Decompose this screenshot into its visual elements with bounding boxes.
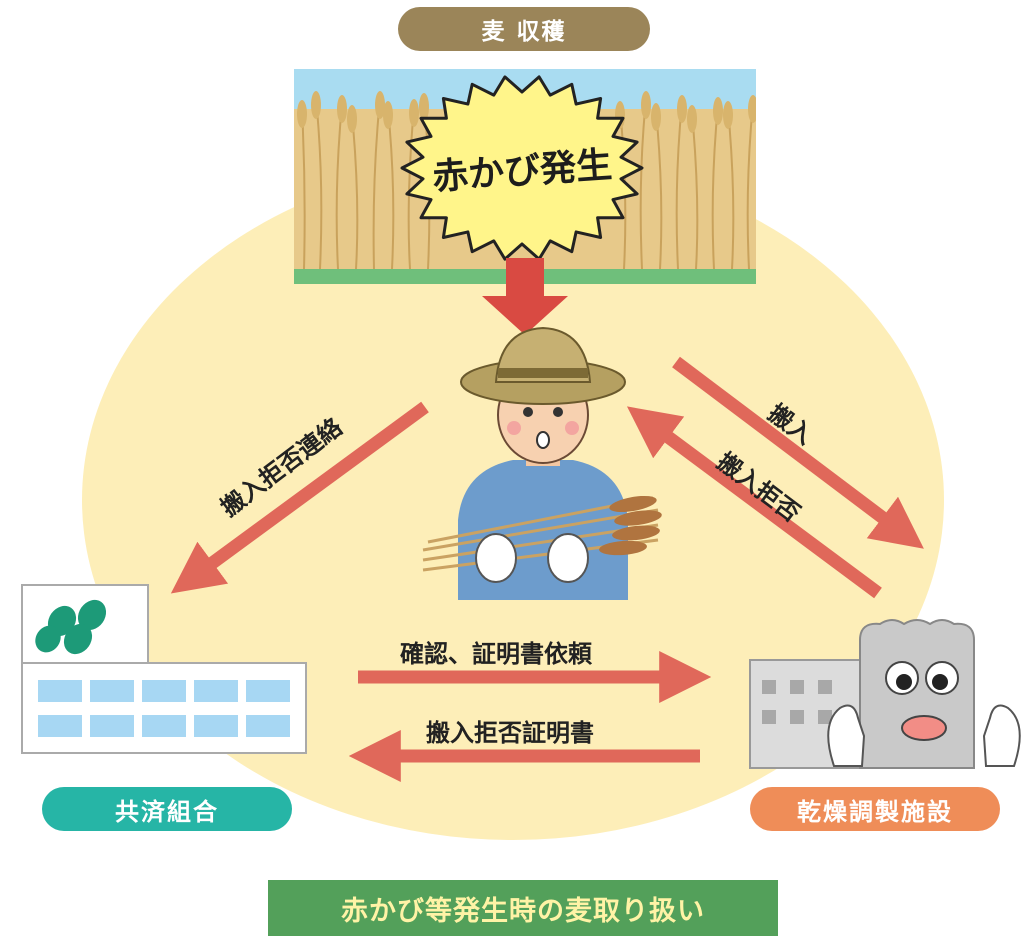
delivery-refusal-arrow bbox=[626, 406, 882, 599]
footer-banner: 赤かび等発生時の麦取り扱い bbox=[268, 880, 778, 936]
drying-facility-badge: 乾燥調製施設 bbox=[750, 787, 1000, 831]
mutual-aid-building-illustration bbox=[21, 584, 307, 754]
mutual-aid-badge: 共済組合 bbox=[42, 787, 292, 831]
harvest-title-badge: 麦 収穫 bbox=[398, 7, 650, 51]
footer-title: 赤かび等発生時の麦取り扱い bbox=[341, 895, 705, 927]
drying-facility-illustration bbox=[749, 619, 1021, 769]
delivery-arrow bbox=[672, 356, 924, 549]
report-refusal-arrow bbox=[170, 401, 429, 594]
down-arrow bbox=[482, 258, 568, 335]
farmer-illustration bbox=[422, 326, 662, 600]
drying-facility-label: 乾燥調製施設 bbox=[797, 797, 953, 826]
harvest-title: 麦 収穫 bbox=[481, 19, 567, 45]
burst-shape bbox=[400, 75, 644, 261]
refusal-certificate-label: 搬入拒否証明書 bbox=[426, 719, 594, 747]
mutual-aid-label: 共済組合 bbox=[115, 797, 219, 826]
confirm-request-label: 確認、証明書依頼 bbox=[400, 640, 592, 668]
